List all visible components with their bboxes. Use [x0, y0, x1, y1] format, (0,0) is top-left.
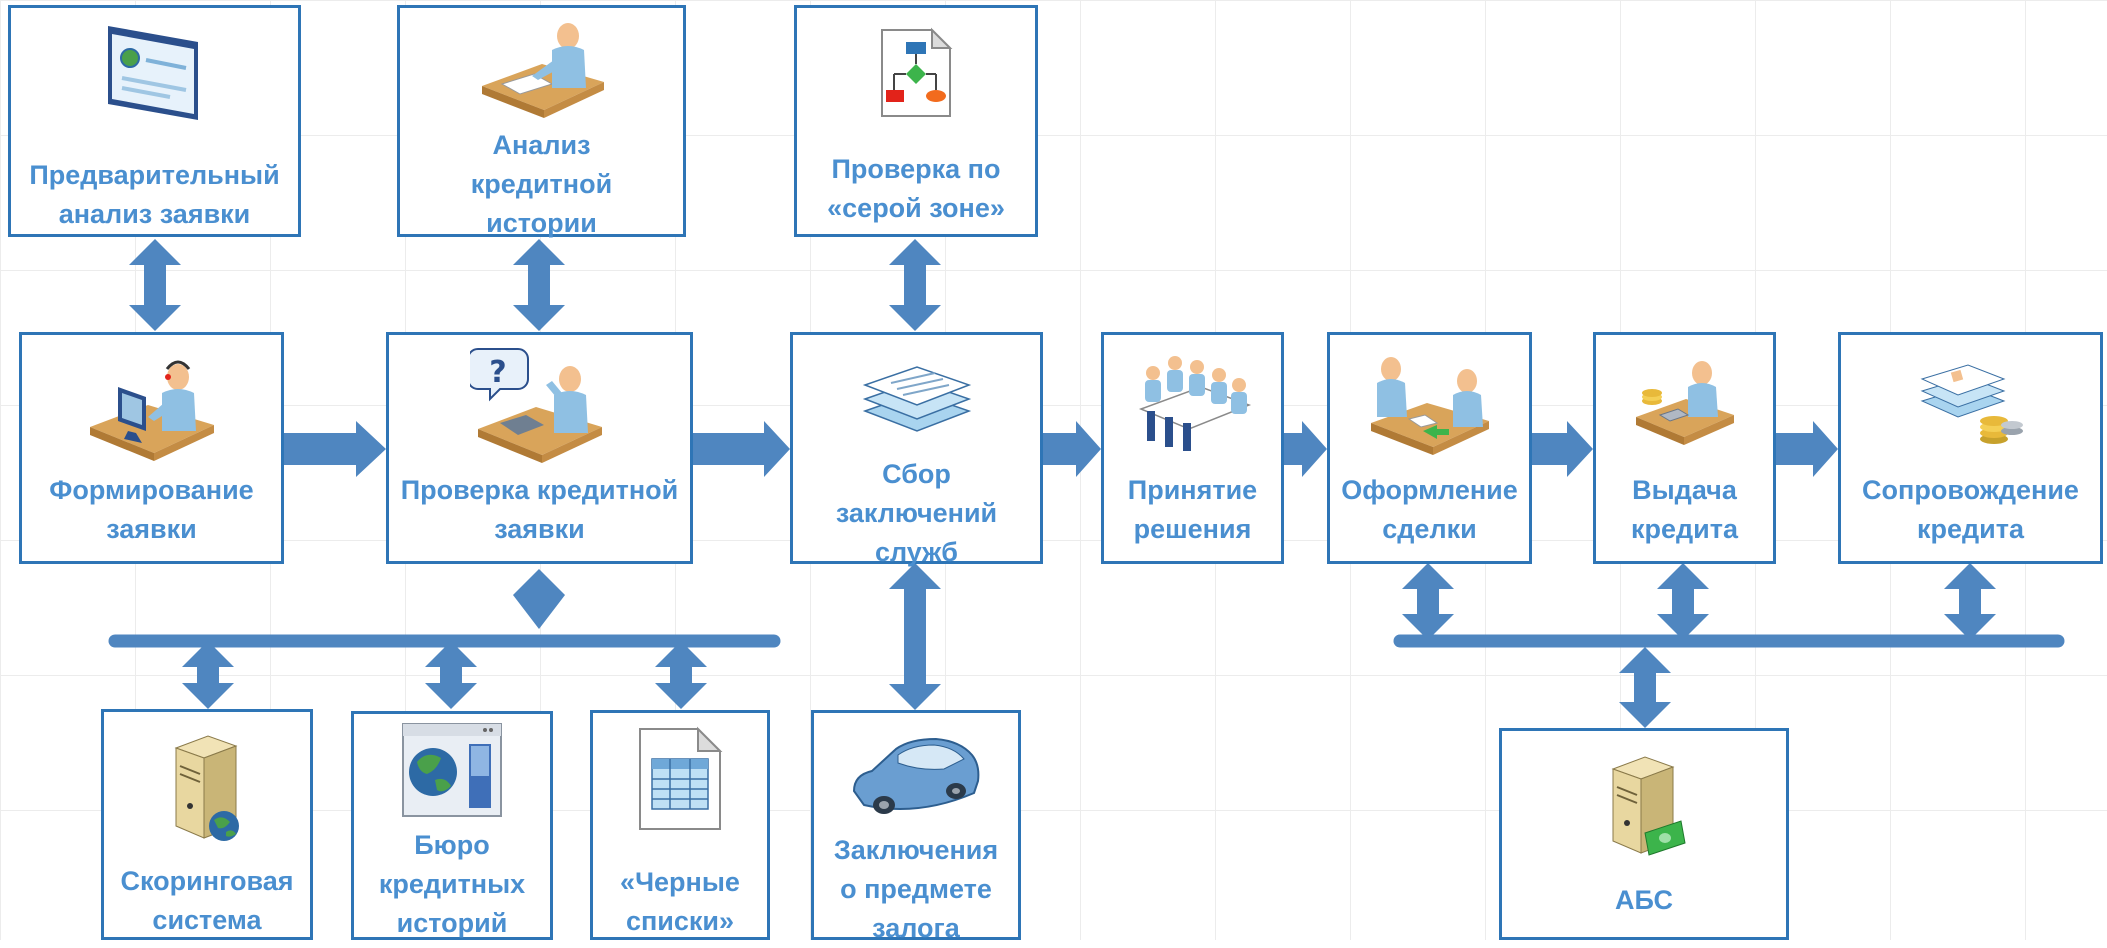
node-oformlenie-sdelki: Оформление сделки	[1327, 332, 1532, 564]
double-arrow-analiz-ki-proverka	[513, 239, 565, 331]
node-buro-kreditnykh-istoriy: Бюро кредитных историй	[351, 711, 553, 940]
node-chernye-spiski: «Черные списки»	[590, 710, 770, 940]
node-label: Сопровождение кредита	[1862, 475, 2079, 544]
double-arrow-proverka-bus	[513, 569, 565, 629]
node-label: Заключения о предмете залога	[833, 835, 999, 943]
server-money-icon	[1611, 756, 1686, 856]
double-arrow-soprovozhdenie-bus	[1944, 563, 1996, 640]
arrow-proverka-to-sbor	[693, 421, 790, 477]
arrow-oformlenie-to-vydacha	[1532, 421, 1593, 477]
node-label: Выдача кредита	[1631, 475, 1738, 544]
meeting-table-icon	[1138, 356, 1251, 451]
cards-and-coins-icon	[1920, 364, 2023, 444]
node-seraya-zona: Проверка по «серой зоне»	[794, 5, 1038, 237]
double-arrow-bus-chernye	[655, 641, 707, 709]
node-sbor-zaklyucheniy: Сбор заключений служб	[790, 332, 1043, 567]
arrow-prinyatie-to-oformlenie	[1284, 421, 1327, 477]
arrow-sbor-to-prinyatie	[1043, 421, 1101, 477]
node-soprovozhdenie-kredita: Сопровождение кредита	[1838, 332, 2103, 564]
node-zaklyucheniya-zalog: Заключения о предмете залога	[811, 710, 1021, 943]
node-skoringovaya-sistema: Скоринговая система	[101, 709, 313, 940]
spreadsheet-icon	[639, 726, 723, 830]
deal-signing-icon	[1370, 357, 1489, 455]
arrow-formirovanie-to-proverka	[284, 421, 386, 477]
double-arrow-oformlenie-bus	[1402, 563, 1454, 640]
server-globe-icon	[174, 735, 239, 841]
node-vydacha-kredita: Выдача кредита	[1593, 332, 1776, 564]
node-label: Проверка по «серой зоне»	[827, 154, 1005, 223]
node-label: Проверка кредитной заявки	[400, 475, 679, 544]
node-label: Формирование заявки	[49, 475, 254, 544]
call-center-operator-icon	[89, 360, 214, 461]
node-label: Оформление сделки	[1341, 475, 1518, 544]
double-arrow-bus-buro	[425, 641, 477, 709]
node-analiz-kreditnoy-istorii: Анализ кредитной истории	[397, 5, 686, 238]
globe-web-page-icon	[402, 723, 502, 817]
double-arrow-vydacha-bus	[1657, 563, 1709, 640]
node-label: Бюро кредитных историй	[378, 830, 526, 938]
office-worker-desk-icon	[481, 23, 604, 118]
cashier-icon	[1635, 361, 1734, 445]
browser-window-icon	[107, 26, 198, 120]
node-abs: АБС	[1499, 728, 1789, 940]
arrow-vydacha-to-soprovozhdenie	[1776, 421, 1838, 477]
document-stack-icon	[862, 366, 971, 432]
double-arrow-seraya-zona-sbor	[889, 239, 941, 331]
node-predvaritelny-analiz: Предварительный анализ заявки	[8, 5, 301, 237]
node-label: Сбор заключений служб	[835, 459, 998, 567]
car-icon	[852, 737, 980, 814]
flowchart-document-icon	[881, 27, 953, 117]
node-label: «Черные списки»	[620, 867, 740, 936]
node-formirovanie-zayavki: Формирование заявки	[19, 332, 284, 564]
double-arrow-bus-abs	[1619, 647, 1671, 728]
node-label: Скоринговая система	[120, 866, 294, 935]
node-label: Принятие решения	[1127, 475, 1258, 544]
node-proverka-kreditnoy-zayavki: ? Проверка кредитной заявки	[386, 332, 693, 564]
node-label: Предварительный анализ заявки	[29, 160, 280, 229]
node-label: Анализ кредитной истории	[470, 130, 613, 238]
node-prinyatie-resheniya: Принятие решения	[1101, 332, 1284, 564]
svg-text:?: ?	[489, 355, 506, 390]
double-arrow-sbor-zalog	[889, 563, 941, 710]
double-arrow-predvaritelny-formirovanie	[129, 239, 181, 331]
double-arrow-bus-skoring	[182, 641, 234, 709]
phone-inquiry-icon: ?	[469, 348, 602, 463]
node-label: АБС	[1614, 885, 1674, 915]
